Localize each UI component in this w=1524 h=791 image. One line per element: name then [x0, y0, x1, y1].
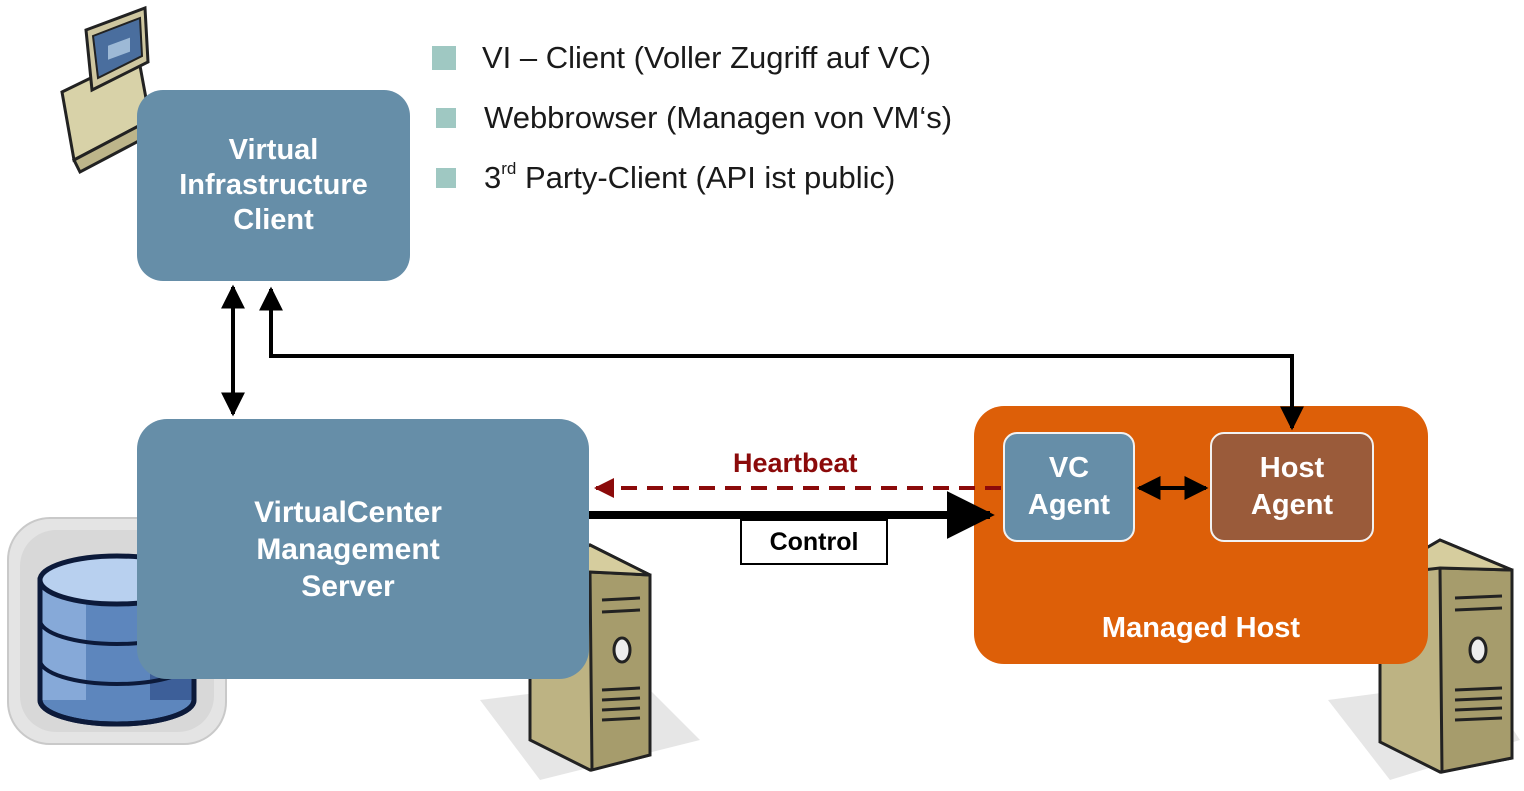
vi-client-label: Virtual Infrastructure Client [179, 134, 368, 236]
control-label: Control [740, 519, 888, 565]
list-item: 3rd Party-Client (API ist public) [432, 148, 952, 208]
list-item: Webbrowser (Managen von VM‘s) [432, 88, 952, 148]
list-item-text: Webbrowser (Managen von VM‘s) [484, 100, 953, 135]
vi-client-box: Virtual Infrastructure Client [137, 90, 410, 281]
heartbeat-label: Heartbeat [733, 448, 858, 478]
bullet-square-icon [436, 108, 456, 128]
bullet-square-icon [436, 168, 456, 188]
client-hostagent-connector [259, 286, 1304, 431]
bullet-square-icon [432, 46, 456, 70]
list-item-text: 3rd Party-Client (API ist public) [484, 160, 895, 196]
list-item-superscript: rd [501, 158, 517, 178]
host-agent-label: Host Agent [1250, 452, 1334, 521]
server-tower-icon [1328, 538, 1520, 780]
client-type-list: VI – Client (Voller Zugriff auf VC) Webb… [432, 28, 952, 208]
computer-icon [60, 5, 152, 175]
list-item-suffix: Party-Client (API ist public) [516, 160, 896, 195]
list-item: VI – Client (Voller Zugriff auf VC) [432, 28, 952, 88]
vc-agent-box: VC Agent [1003, 432, 1135, 542]
host-agent-box: Host Agent [1210, 432, 1374, 542]
vc-server-label: VirtualCenter Management Server [254, 495, 442, 603]
vc-agent-label: VC Agent [1027, 452, 1111, 521]
managed-host-label: Managed Host [1101, 612, 1301, 644]
vc-server-box: VirtualCenter Management Server [137, 419, 589, 679]
list-item-text: VI – Client (Voller Zugriff auf VC) [482, 40, 932, 75]
list-item-prefix: 3 [484, 160, 502, 195]
